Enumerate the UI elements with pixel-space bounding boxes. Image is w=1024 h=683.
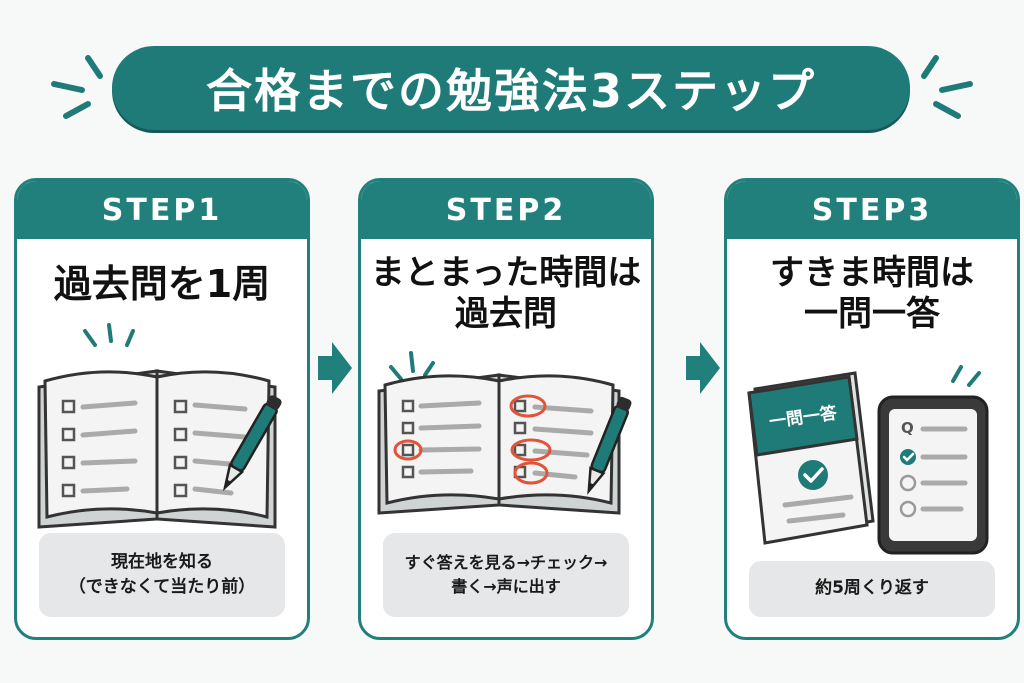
qa-book-icon: 一問一答: [747, 371, 875, 545]
right-burst-icon: [921, 55, 973, 119]
step-heading: 過去問を1周: [53, 262, 271, 306]
step-label: STEP2: [361, 181, 651, 239]
step-note: 現在地を知る （できなくて当たり前）: [39, 533, 285, 617]
step-card-2: STEP2 まとまった時間は 過去問: [358, 178, 654, 640]
sparkle-icon: [389, 351, 435, 381]
left-burst-icon: [51, 55, 103, 119]
step1-illustration: [37, 323, 282, 529]
step-heading: すきま時間は 一問一答: [770, 253, 974, 335]
step-label: STEP3: [727, 181, 1017, 239]
step3-illustration: 一問一答 Q: [747, 365, 989, 555]
pen-icon: [222, 395, 282, 492]
step2-illustration: [377, 351, 632, 515]
step-card-3: STEP3 すきま時間は 一問一答 一問一答 Q: [724, 178, 1020, 640]
smartphone-quiz-icon: Q: [877, 395, 989, 555]
step-note: 約5周くり返す: [749, 561, 995, 617]
step-label: STEP1: [17, 181, 307, 239]
question-mark-label: Q: [901, 419, 914, 437]
sparkle-icon: [951, 365, 981, 387]
sparkle-icon: [83, 323, 135, 347]
step-heading: まとまった時間は 過去問: [370, 253, 642, 335]
next-step-arrow-icon: [686, 342, 720, 394]
marked-workbook-icon: [377, 373, 621, 515]
page-title: 合格までの勉強法3ステップ: [205, 64, 816, 118]
next-step-arrow-icon: [318, 342, 352, 394]
pen-icon: [587, 396, 632, 495]
step-card-1: STEP1 過去問を1周: [14, 178, 310, 640]
step-note: すぐ答えを見る→チェック→ 書く→声に出す: [383, 533, 629, 617]
title-banner: 合格までの勉強法3ステップ: [112, 46, 910, 130]
open-workbook-icon: [37, 369, 277, 529]
